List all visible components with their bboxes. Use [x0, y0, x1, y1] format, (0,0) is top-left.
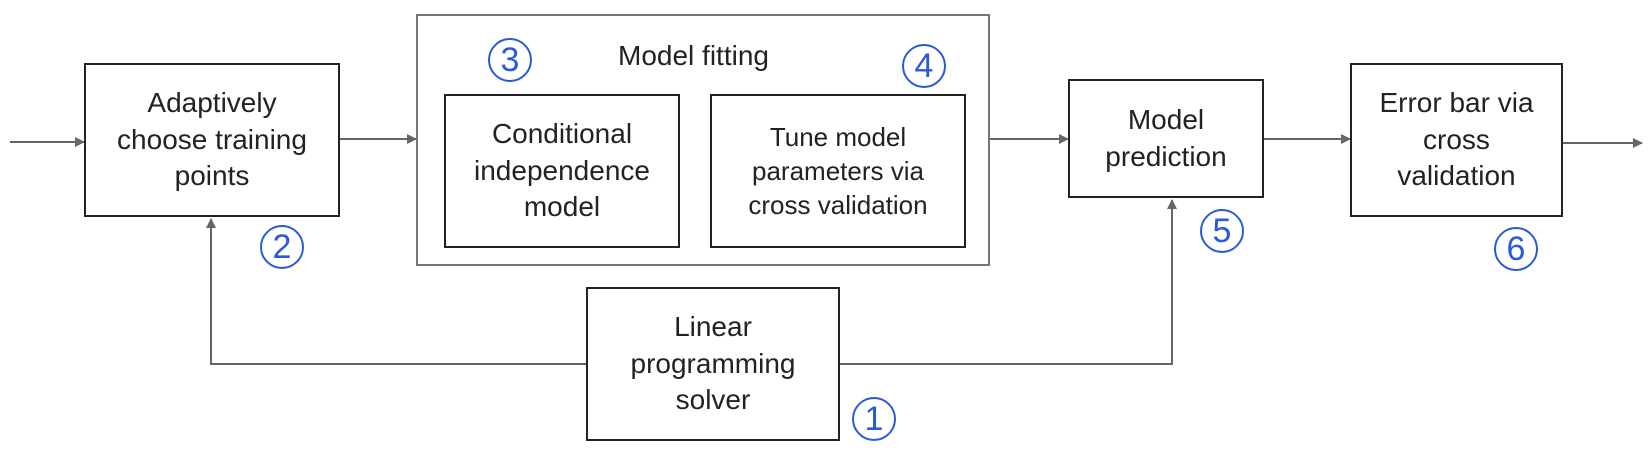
arrow-solver-to-adaptive — [206, 218, 586, 365]
error-bar-label: Error bar via cross validation — [1379, 86, 1534, 192]
adaptive-training-points-box: Adaptively choose training points — [84, 63, 340, 217]
arrow-solver-to-prediction — [840, 199, 1177, 365]
linear-programming-solver-label: Linear programming solver — [630, 310, 796, 416]
step-number-5: 5 — [1200, 209, 1244, 253]
tune-parameters-box: Tune model parameters via cross validati… — [710, 94, 966, 248]
step-number-3: 3 — [488, 38, 532, 82]
model-fitting-title: Model fitting — [618, 40, 769, 71]
step-number-1: 1 — [852, 397, 896, 441]
adaptive-training-points-label: Adaptively choose training points — [117, 86, 307, 192]
step-number-2: 2 — [260, 225, 304, 269]
conditional-independence-box: Conditional independence model — [444, 94, 680, 248]
model-prediction-label: Model prediction — [1105, 103, 1227, 172]
linear-programming-solver-box: Linear programming solver — [586, 287, 840, 441]
model-prediction-box: Model prediction — [1068, 79, 1264, 198]
step-number-4: 4 — [902, 44, 946, 88]
conditional-independence-label: Conditional independence model — [474, 117, 650, 223]
error-bar-box: Error bar via cross validation — [1350, 63, 1563, 217]
tune-parameters-label: Tune model parameters via cross validati… — [748, 121, 928, 221]
step-number-6: 6 — [1494, 227, 1538, 271]
